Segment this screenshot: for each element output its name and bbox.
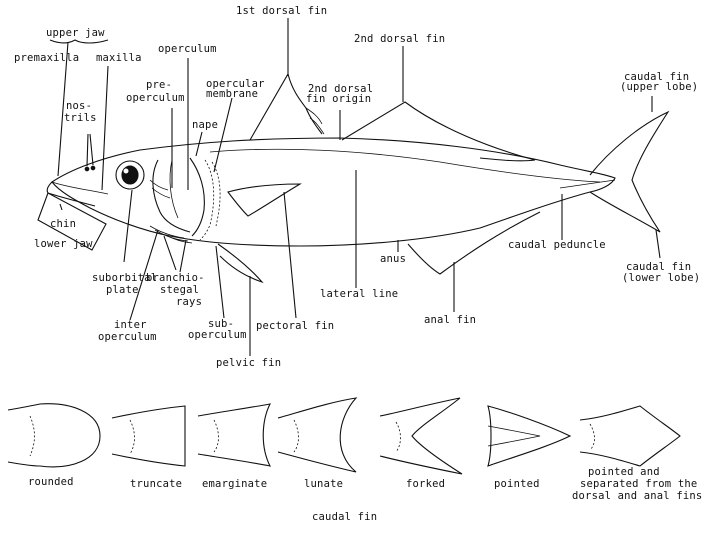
label-interoperculum-line2: operculum <box>98 332 157 343</box>
pectoral-fin <box>228 184 300 216</box>
upper-jaw-brace <box>50 40 108 43</box>
label-preoperculum-line2: operculum <box>126 93 185 104</box>
eye-highlight <box>124 169 129 174</box>
leader-suboperculum <box>216 246 224 318</box>
label-branchiostegal-line3: rays <box>176 297 202 308</box>
label-anus: anus <box>380 254 406 265</box>
pelvic-fin <box>218 244 262 282</box>
leader-suborbital <box>124 190 132 262</box>
opercular-membrane-dashed-2 <box>212 162 220 226</box>
caudal-shapes-drawings <box>8 398 680 474</box>
shape-pointed-separated-base <box>590 424 595 450</box>
leader-branchiostegal-2 <box>180 240 186 272</box>
label-caudal-lower-line2: (lower lobe) <box>622 273 700 284</box>
lateral-line <box>210 149 600 182</box>
label-maxilla: maxilla <box>96 53 142 64</box>
label-shape-pointed: pointed <box>494 479 540 490</box>
label-suborbital-line2: plate <box>106 285 139 296</box>
label-opercular-membrane-line2: membrane <box>206 89 258 100</box>
fish-body-outline <box>52 138 615 246</box>
leader-branchiostegal <box>164 236 176 270</box>
label-pelvic-fin: pelvic fin <box>216 358 281 369</box>
opercular-membrane-dashed <box>200 160 214 240</box>
eye-pupil <box>122 166 138 184</box>
label-nape: nape <box>192 120 218 131</box>
shape-rounded <box>8 404 100 467</box>
label-caudal-peduncle: caudal peduncle <box>508 240 606 251</box>
shape-pointed-separated <box>580 406 680 466</box>
shape-forked <box>380 398 462 474</box>
shape-truncate <box>112 406 185 466</box>
leader-pectoral <box>284 192 296 318</box>
leader-caudal-lower <box>656 230 660 258</box>
leader-nostril-2 <box>90 134 93 165</box>
label-suboperculum-line2: operculum <box>188 330 247 341</box>
mouth-outline <box>47 182 95 206</box>
operculum-edge <box>190 158 204 236</box>
shape-rounded-base <box>30 416 35 456</box>
upper-jaw-line <box>52 182 108 194</box>
label-dorsal-origin-line2: fin origin <box>306 94 371 105</box>
label-interoperculum-line1: inter <box>114 320 147 331</box>
label-shape-separated-line1: pointed and <box>588 467 660 478</box>
leader-nostril-1 <box>87 134 88 166</box>
shape-forked-base <box>396 422 401 452</box>
label-operculum: operculum <box>158 44 217 55</box>
label-lateral-line: lateral line <box>320 289 398 300</box>
label-premaxilla: premaxilla <box>14 53 79 64</box>
label-shape-separated-line3: dorsal and anal fins <box>572 491 702 502</box>
label-caudal-fin-title: caudal fin <box>312 512 377 523</box>
label-nostrils-line2: trils <box>64 113 97 124</box>
label-anal-fin: anal fin <box>424 315 476 326</box>
cheek-scales <box>150 180 170 198</box>
shape-emarginate <box>198 404 270 466</box>
label-shape-lunate: lunate <box>304 479 343 490</box>
nostril-1 <box>85 167 89 171</box>
first-dorsal-fin-rays <box>306 108 324 134</box>
shape-pointed-inner <box>488 426 540 446</box>
label-lower-jaw: lower jaw <box>34 239 93 250</box>
shape-truncate-base <box>130 420 135 454</box>
shape-pointed <box>488 406 570 466</box>
shape-emarginate-base <box>214 420 219 452</box>
label-shape-forked: forked <box>406 479 445 490</box>
label-first-dorsal-fin: 1st dorsal fin <box>236 6 327 17</box>
label-shape-separated-line2: separated from the <box>580 479 697 490</box>
shape-lunate <box>278 398 356 472</box>
label-branchiostegal-line2: stegal <box>160 285 199 296</box>
label-nostrils-line1: nos- <box>66 101 92 112</box>
leader-chin <box>60 204 62 210</box>
leader-maxilla <box>102 66 108 190</box>
label-shape-emarginate: emarginate <box>202 479 267 490</box>
label-shape-rounded: rounded <box>28 477 74 488</box>
nostril-2 <box>91 166 95 170</box>
label-shape-truncate: truncate <box>130 479 182 490</box>
label-upper-jaw: upper jaw <box>46 28 105 39</box>
label-branchiostegal-line1: branchio- <box>146 273 205 284</box>
shape-lunate-base <box>294 420 299 452</box>
operculum-inner <box>170 160 178 218</box>
caudal-fin <box>590 112 668 232</box>
second-dorsal-fin <box>342 102 535 161</box>
leader-opercular-membrane <box>214 98 232 172</box>
label-caudal-upper-line2: (upper lobe) <box>620 82 698 93</box>
label-pectoral-fin: pectoral fin <box>256 321 334 332</box>
label-second-dorsal-fin: 2nd dorsal fin <box>354 34 445 45</box>
label-chin: chin <box>50 219 76 230</box>
label-preoperculum-line1: pre- <box>146 80 172 91</box>
